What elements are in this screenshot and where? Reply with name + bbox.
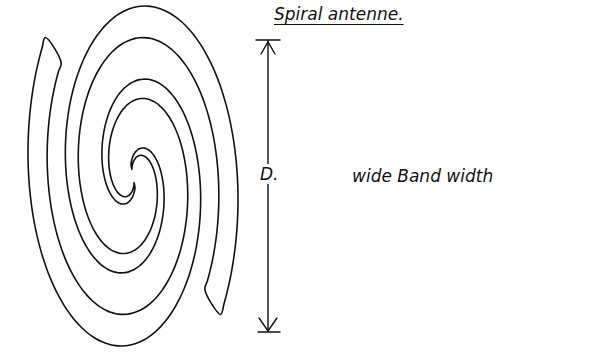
arrow-head: [259, 318, 277, 331]
spiral-arm: [65, 6, 238, 314]
note: wide Band width: [350, 166, 495, 186]
spiral-arms: [28, 6, 238, 346]
dimension-arrow: [256, 40, 280, 332]
dimension-tick: [258, 331, 280, 332]
arrow-head: [261, 42, 275, 54]
dimension-line: [267, 41, 268, 331]
spiral-arm: [28, 38, 201, 346]
title: Spiral antenne.: [272, 4, 406, 24]
dimension-label: D.: [258, 164, 281, 184]
